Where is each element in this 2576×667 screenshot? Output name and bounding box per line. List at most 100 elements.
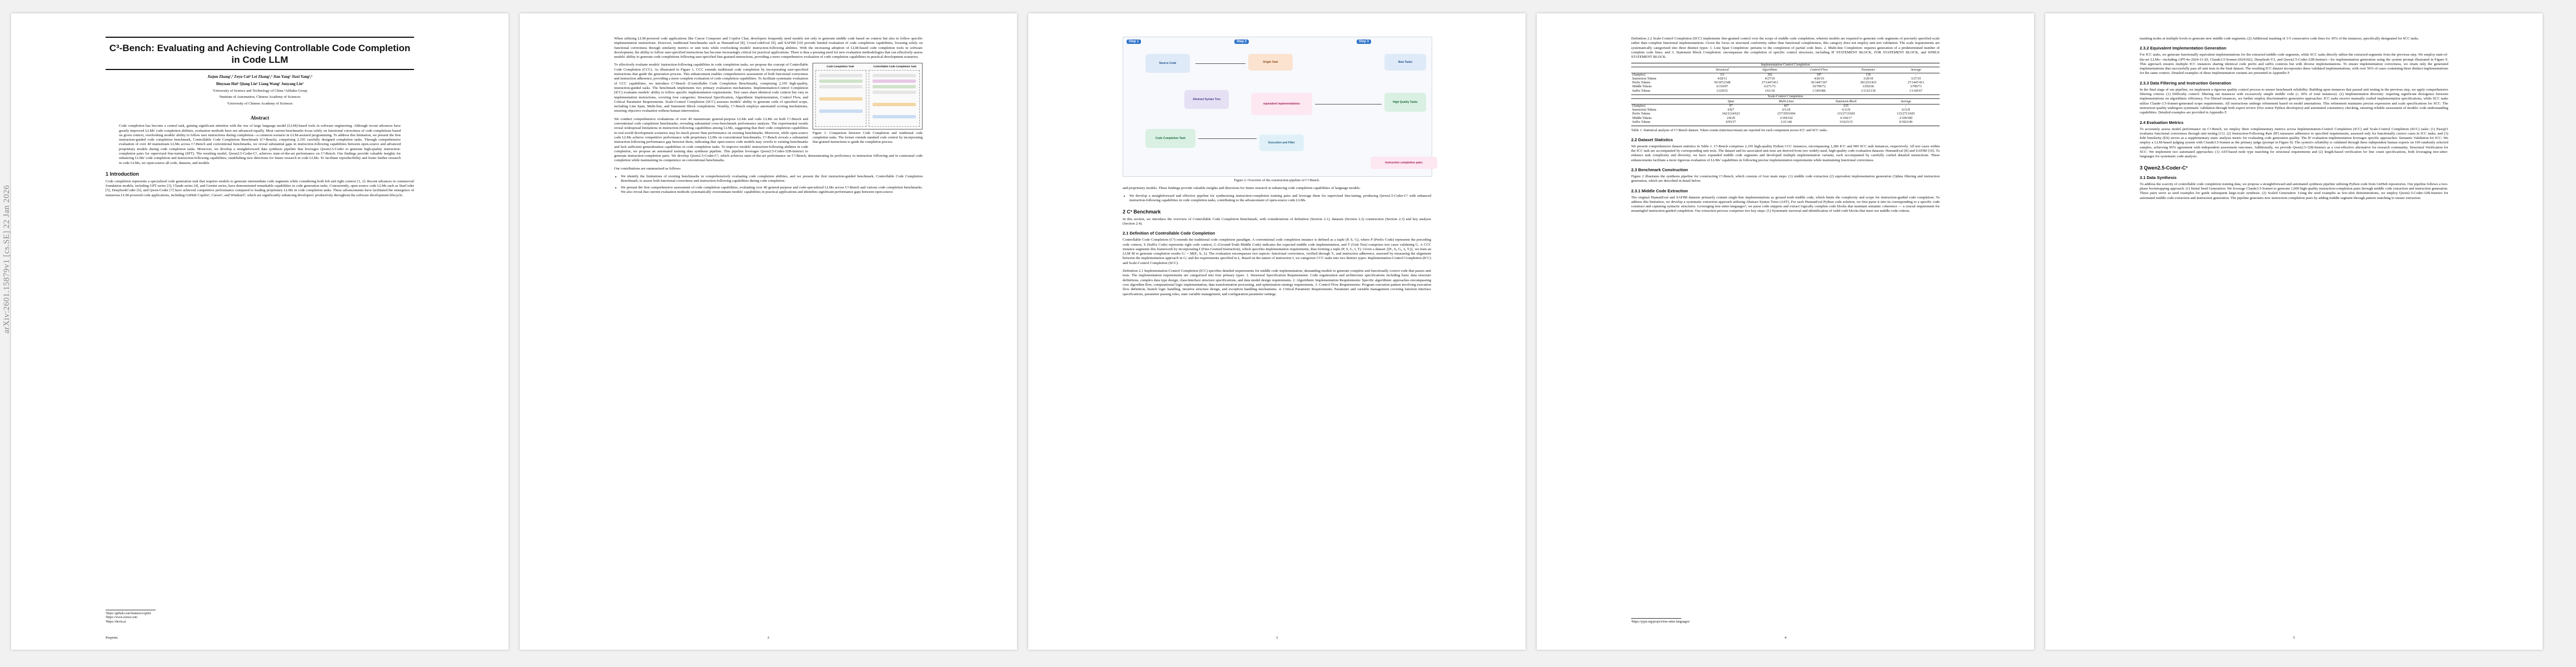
scc-header-1: Span [1703,99,1759,104]
icc-header-3: Control-Flow [1793,68,1845,73]
icc-header-1: Structural [1698,68,1746,73]
icc-cell-4-1: 1/229/31 [1716,89,1728,93]
scc-cell-2-5 [1934,112,1940,116]
footnote-1[interactable]: ¹https://github.com/features/copilot [106,611,151,615]
sec233-heading: 2.3.3 Data Filtering and Instruction Gen… [2140,80,2231,86]
scc-cell-0-0: [Samples] [1632,104,1646,108]
page-4[interactable]: Definition 2.2 Scale-Control Completion … [1537,13,2034,650]
footnote-2[interactable]: ²https://www.cursor.com [106,616,138,619]
scc-cell-1-3: 6/11/8 [1842,108,1850,112]
page-3[interactable]: Step 1 Step 2 Step 3 Source Code Abstrac… [1028,13,1526,650]
fig2-caption: Figure 2: Overview of the construction p… [1234,178,1320,182]
scc-header-4: Average [1878,99,1934,104]
icc-cell-0-2: 302 [1767,73,1772,77]
page-2[interactable]: When utilizing LLM-powered code applicat… [520,13,1017,650]
scc-cell-1-5 [1934,108,1940,112]
scc-cell-3-4: 2/109/300 [1899,116,1912,120]
sec232-text: For ICC tasks, we generate functionally … [2140,53,2448,76]
icc-header-2: Algorithmic [1746,68,1794,73]
page-5[interactable]: masking nodes at multiple levels to gene… [2045,13,2543,650]
icc-cell-0-0: [Samples] [1632,73,1646,77]
icc-cell-4-3: 1/145/686 [1812,89,1826,93]
sec2-heading: 2 C³ Benchmark [1123,208,1161,215]
icc-cell-4-0: Suffix Tokens [1632,89,1651,93]
sec3-heading: 3 Qwen2.5-Coder-C³ [2140,165,2188,171]
p2-para-4: Our contributions are summarized as foll… [614,166,681,171]
sec31-heading: 3.1 Data Synthesis [2140,175,2177,180]
fig2-step-3: Step 3 [1357,39,1372,44]
p3-top-text: and proprietary models. These findings p… [1123,186,1361,190]
footnote-4[interactable]: ⁴https://pypi.org/project/tree-sitter-la… [1631,620,1690,624]
icc-cell-2-4: 38/1253/433 [1860,81,1877,85]
icc-header-0 [1631,68,1699,73]
affiliation-1: ¹University of Science and Technology of… [212,89,307,93]
sec21-heading: 2.1 Definition of Controllable Code Comp… [1123,231,1215,236]
sec233-text: In the final stage of our pipeline, we i… [2140,87,2448,115]
scc-cell-2-0: Prefix Tokens [1632,112,1651,116]
authors-line-1: Jiajun Zhang¹,² Zeyu Cui² Lei Zhang²,³ J… [207,74,312,79]
icc-cell-3-4: 3/202/66 [1862,85,1874,89]
icc-cell-1-5: 3/27/10 [1911,77,1921,81]
footnotes: ¹https://github.com/features/copilot ²ht… [106,609,156,625]
icc-cell-3-2: 6/271/73 [1764,85,1776,89]
fig2-step-1: Step 1 [1127,39,1142,44]
icc-cell-3-3: 10/709/72 [1812,85,1826,89]
footnote-3[interactable]: ³https://devin.ai [106,620,126,624]
fig2-source-code: Source Code [1145,54,1190,73]
sec22-heading: 2.2 Dataset Statistics [1631,137,1673,142]
icc-cell-0-1: 111 [1720,73,1725,77]
icc-cell-2-1: 59/1072/548 [1714,81,1731,85]
sec232-heading: 2.3.2 Equivalent Implementation Generati… [2140,46,2226,51]
arxiv-stamp: arXiv:2601.15879v1 [cs.SE] 22 Jan 2026 [2,185,11,334]
icc-cell-2-2: 27/1447/413 [1761,81,1778,85]
icc-cell-4-4: 1/1132/136 [1861,89,1876,93]
contribution-1: We identify the limitations of existing … [621,175,923,184]
scc-cell-4-3: 3/1623/15 [1839,120,1853,124]
scc-cell-0-1: 97 [1729,104,1733,108]
scc-cell-0-3: 635 [1843,104,1848,108]
affiliation-2: ³Institute of Automation, Chinese Academ… [219,95,301,99]
fig2-arrow-1 [1195,63,1245,64]
affiliation-3: ¹University of Chinese Academy of Scienc… [227,101,293,106]
fig1-lane-left [815,70,867,127]
page-1[interactable]: C³-Bench: Evaluating and Achieving Contr… [11,13,509,650]
scc-cell-4-0: Suffix Tokens [1632,120,1651,124]
fig2-arrow-3 [1198,138,1257,139]
icc-cell-1-4: 3/20/10 [1863,77,1874,81]
sec231-heading: 2.3.1 Middle Code Extraction [1631,188,1688,193]
fig2-execution-filter: Execution and Filter [1259,135,1304,151]
icc-cell-0-4: 136 [1866,73,1871,77]
icc-cell-0-5: - [1915,73,1917,77]
def21-text: Definition 2.1 Implementation-Control Co… [1123,269,1431,296]
sec2-intro: In this section, we introduce the overvi… [1123,217,1431,226]
title-rule-top [106,37,414,38]
fig1-lane-right [868,70,920,127]
authors-line-2: Binyuan Hui² Qiang Liu¹ Liang Wang¹ Juny… [216,82,304,86]
scc-cell-2-1: 342/2124/623 [1722,112,1740,116]
icc-cell-2-5: 27/1447/413 [1907,81,1924,85]
icc-header-5: Average [1892,68,1940,73]
icc-cell-2-3: 36/1447/367 [1811,81,1827,85]
p2-para-3: We conduct comprehensive evaluations of … [614,117,923,163]
fig2-step-2: Step 2 [1234,39,1249,44]
sec21-text: Controllable Code Completion (C³) extend… [1123,238,1431,265]
page-number-4: 4 [1784,636,1787,640]
scc-header-0 [1631,99,1703,104]
fig2-origin-task: Origin Task [1248,54,1293,71]
table1-caption: Table 1: Statistical analysis of C³-Benc… [1631,128,1828,132]
scc-cell-3-3: 6/194/17 [1840,116,1852,120]
scc-cell-4-5 [1934,121,1940,125]
title-rule-bottom [106,69,414,70]
scc-cell-4-4: 0/1823/49 [1899,120,1912,124]
p4-footnotes: ⁴https://pypi.org/project/tree-sitter-la… [1631,618,1690,625]
scc-cell-1-1: 6/8/7 [1727,108,1735,112]
figure-2: Step 1 Step 2 Step 3 Source Code Abstrac… [1123,37,1437,177]
